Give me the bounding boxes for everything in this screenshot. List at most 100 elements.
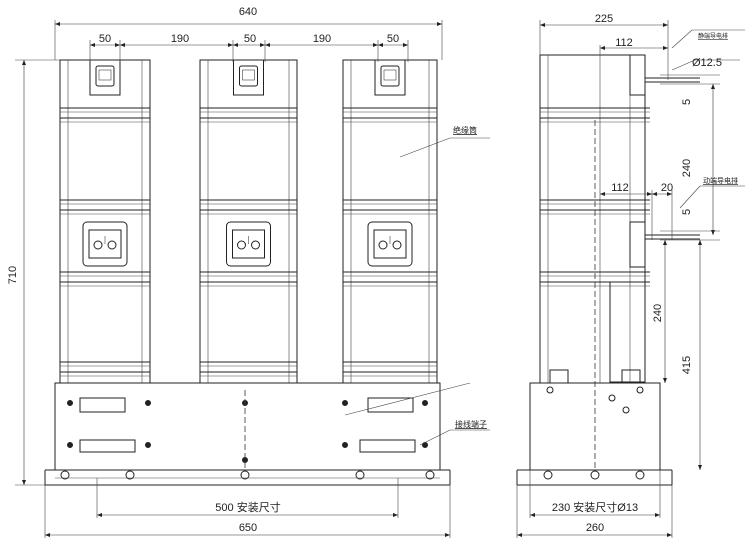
front-view — [15, 20, 490, 538]
arrowhead — [55, 22, 60, 26]
mount-screw-icon — [543, 470, 553, 480]
arrowhead — [600, 46, 605, 50]
arrowhead — [120, 43, 125, 47]
screw-icon — [622, 406, 630, 414]
dim-240-lower: 240 — [652, 304, 664, 322]
arrowhead — [540, 23, 545, 27]
dim-50-b: 50 — [244, 33, 256, 45]
arrowhead — [663, 46, 668, 50]
nameplate — [79, 397, 126, 413]
mid-plate — [373, 229, 407, 259]
nameplate — [367, 397, 414, 413]
terminal-bolt — [98, 69, 112, 81]
top-terminal — [89, 59, 121, 96]
bolt-icon — [392, 240, 402, 250]
side-view — [516, 20, 745, 538]
mechanism — [609, 281, 646, 383]
bolt-icon — [251, 240, 260, 250]
mount-screw-icon — [355, 470, 365, 480]
hole-dot — [67, 442, 73, 448]
label-insulating-tube: 绝缘筒 — [453, 125, 477, 135]
arrowhead — [403, 43, 408, 47]
dim-5-low: 5 — [681, 209, 693, 215]
arrowhead — [228, 43, 233, 47]
arrowhead — [663, 23, 668, 27]
arrowhead — [530, 513, 535, 517]
arrowhead — [517, 533, 522, 537]
arrowhead — [647, 192, 652, 196]
arrowhead — [652, 192, 657, 196]
label-moving-bar: 动端导电排 — [703, 176, 738, 185]
terminal-bolt — [242, 69, 255, 81]
dim-112-lower: 112 — [611, 182, 629, 194]
dim-500: 500 安装尺寸 — [215, 500, 280, 514]
base-box — [54, 382, 441, 471]
arrowhead — [378, 43, 383, 47]
arrowhead — [698, 465, 702, 470]
arrowhead — [655, 513, 660, 517]
arrowhead — [22, 480, 26, 485]
arrowhead — [698, 240, 702, 245]
arrowhead — [265, 43, 270, 47]
arrowhead — [663, 240, 667, 245]
dim-230: 230 安装尺寸Ø13 — [552, 500, 638, 514]
pole-2 — [199, 59, 298, 384]
dim-112-top: 112 — [615, 37, 633, 49]
top-terminal — [233, 59, 264, 96]
dim-20: 20 — [661, 182, 673, 194]
arrowhead — [393, 513, 398, 517]
dim-650: 650 — [239, 522, 257, 534]
dim-225: 225 — [595, 13, 613, 25]
hole-dot — [145, 442, 151, 448]
mid-plate — [88, 229, 122, 259]
terminal-bolt — [383, 69, 397, 81]
dim-415: 415 — [681, 356, 693, 374]
bolt-icon — [107, 240, 117, 250]
upper-bracket — [629, 54, 646, 96]
dim-260: 260 — [586, 522, 604, 534]
leader — [671, 29, 693, 49]
leader — [679, 185, 701, 209]
dim-diameter: Ø12.5 — [692, 57, 722, 69]
top-terminal — [374, 59, 406, 96]
mount-screw-icon — [635, 470, 645, 480]
hole-dot — [422, 400, 428, 406]
leader — [671, 59, 696, 71]
nameplate — [79, 439, 136, 453]
terminal-block — [380, 65, 400, 87]
mid-plate — [232, 229, 265, 259]
hole-dot — [342, 442, 348, 448]
bolt-icon — [378, 240, 388, 250]
screw-icon — [636, 386, 644, 394]
arrowhead — [90, 43, 95, 47]
arrowhead — [600, 192, 605, 196]
mount-screw-icon — [240, 470, 250, 480]
bolt-icon — [93, 240, 103, 250]
dim-50-a: 50 — [99, 33, 111, 45]
dim-190-a: 190 — [171, 33, 189, 45]
clip — [549, 369, 569, 384]
nameplate — [359, 439, 416, 453]
terminal-block — [239, 65, 258, 87]
dim-240-upper: 240 — [681, 159, 693, 177]
mount-screw-icon — [60, 470, 70, 480]
arrowhead — [663, 378, 667, 383]
mount-screw-icon — [425, 470, 435, 480]
arrowhead — [45, 533, 50, 537]
arrowhead — [115, 43, 120, 47]
mount-screw-icon — [125, 470, 135, 480]
arrowhead — [437, 22, 442, 26]
bolt-icon — [237, 240, 246, 250]
arrowhead — [260, 43, 265, 47]
arrowhead — [373, 43, 378, 47]
mid-terminal — [226, 221, 271, 267]
arrowhead — [97, 513, 102, 517]
arrowhead — [22, 60, 26, 65]
arrowhead — [445, 533, 450, 537]
lower-bracket — [629, 221, 646, 268]
hole-dot — [342, 400, 348, 406]
dim-50-c: 50 — [387, 33, 399, 45]
screw-icon — [546, 386, 554, 394]
terminal-block — [95, 65, 115, 87]
